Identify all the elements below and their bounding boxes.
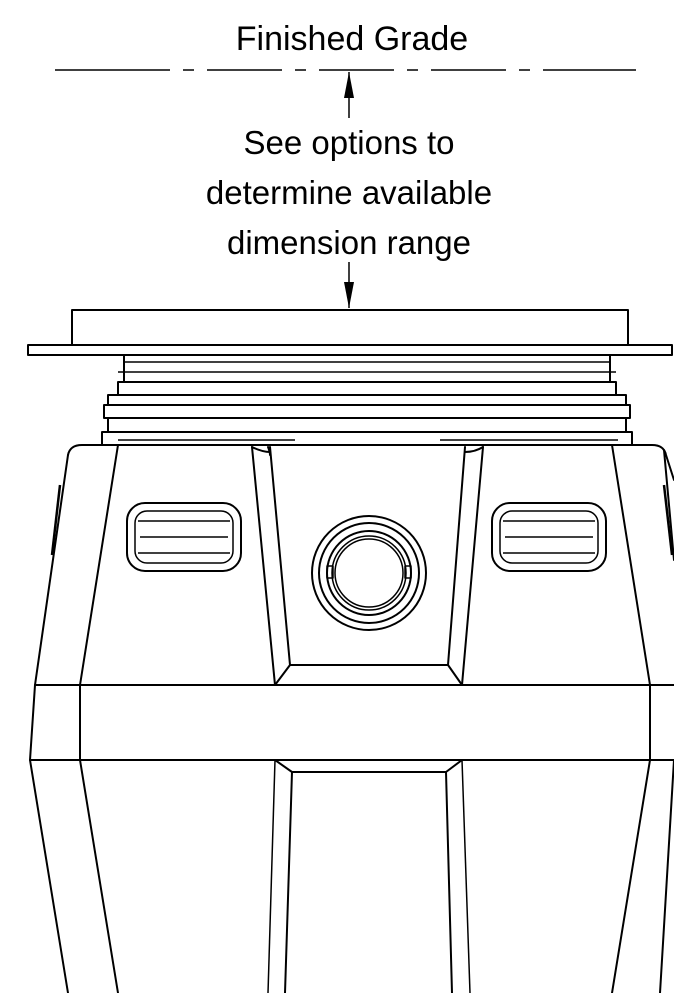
inlet-hub xyxy=(311,515,427,631)
options-note-line-1: See options to xyxy=(244,124,455,161)
riser-ring xyxy=(101,354,633,446)
finished-grade-label: Finished Grade xyxy=(236,20,468,58)
tank-middle-band xyxy=(29,684,674,761)
options-note-line-3: dimension range xyxy=(227,224,471,261)
options-note-line-2: determine available xyxy=(206,174,492,211)
right-handle xyxy=(491,502,607,572)
basin-cover xyxy=(27,309,673,356)
tank-upper-body xyxy=(34,444,674,686)
tank-lower-body xyxy=(29,759,674,993)
dimension-arrow xyxy=(344,72,354,308)
left-handle xyxy=(126,502,242,572)
